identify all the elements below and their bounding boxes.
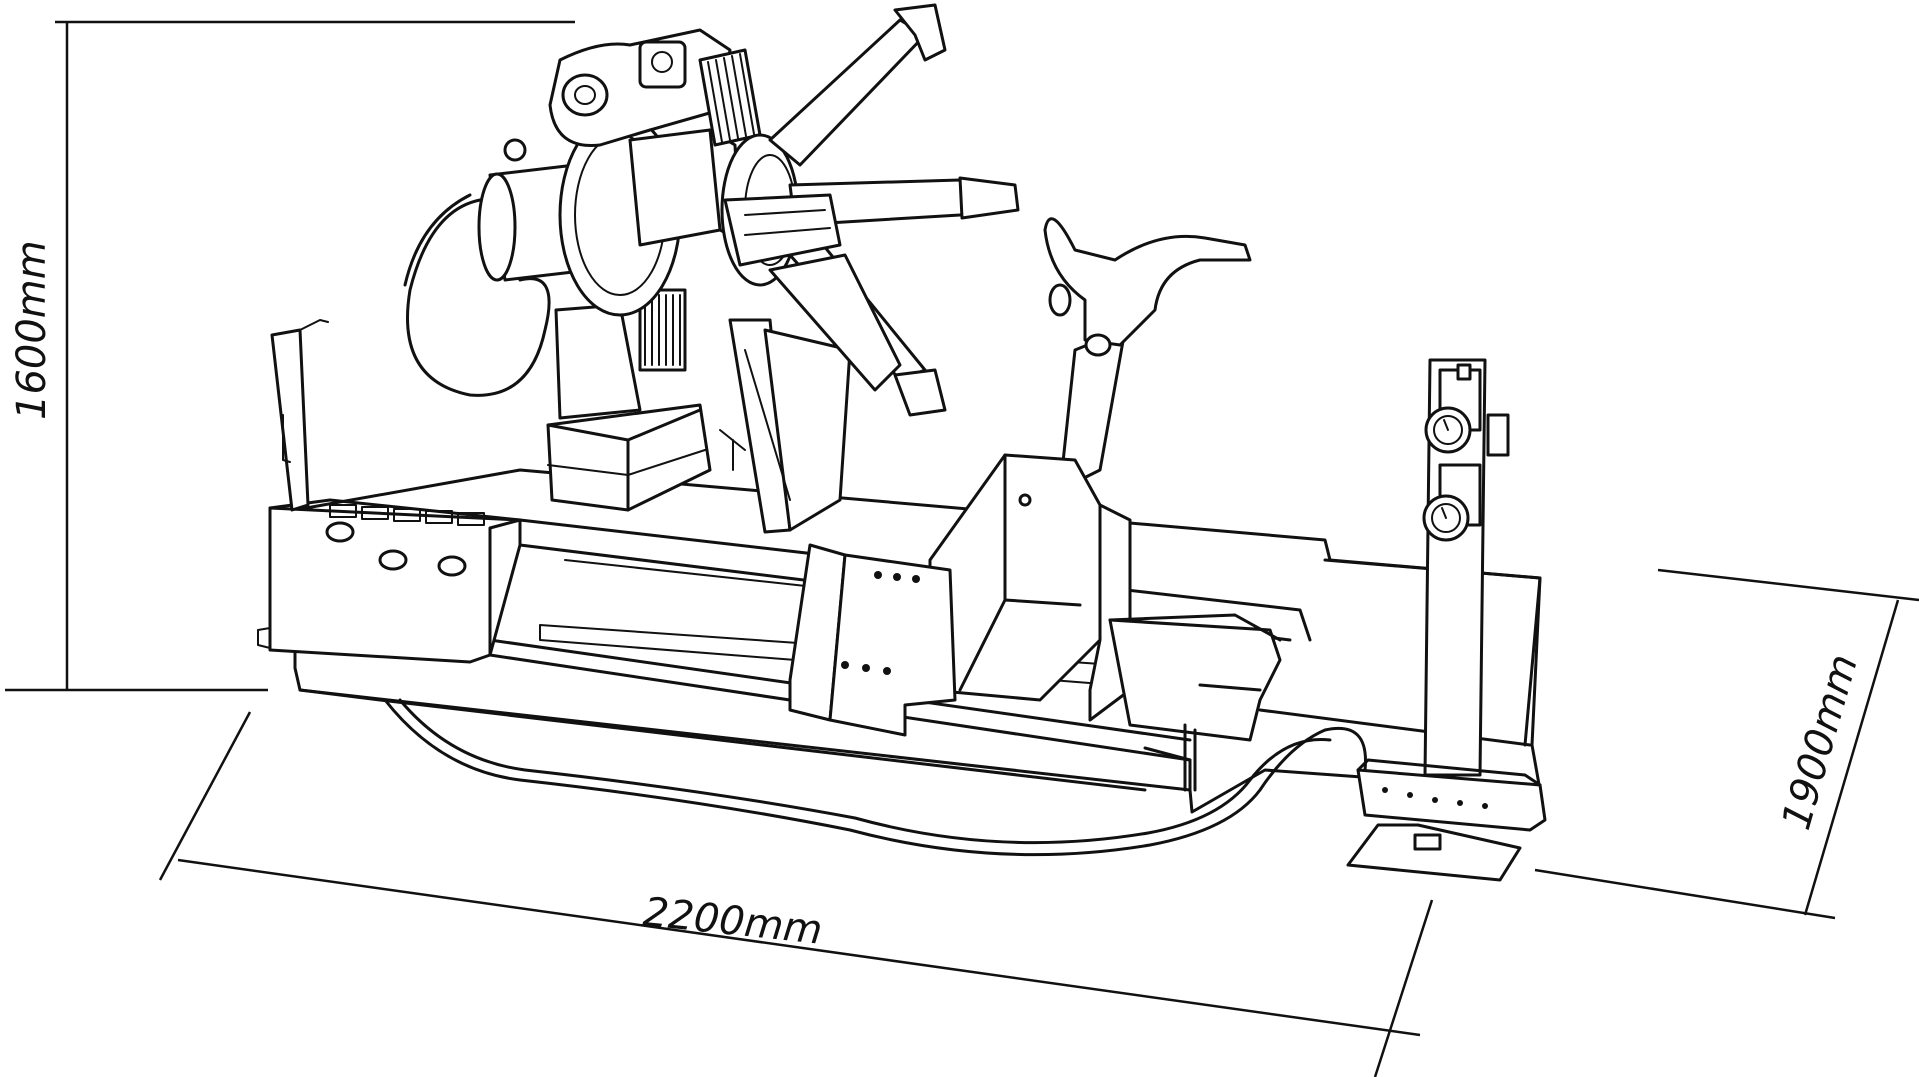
pedal-hole-1 — [1382, 787, 1388, 793]
slide-plate-holes — [841, 571, 920, 675]
motor-housing — [554, 303, 642, 420]
slide-plate-body — [788, 543, 847, 722]
hole-2 — [893, 573, 901, 581]
pedal-hole-5 — [1482, 803, 1488, 809]
main-column — [719, 318, 852, 534]
hole-6 — [883, 667, 891, 675]
jaw-block-detail — [744, 209, 831, 236]
head-hose-inner — [403, 193, 472, 287]
depth-dimension-line — [1803, 599, 1900, 916]
slot-2 — [361, 506, 389, 520]
knob-2 — [378, 549, 408, 571]
tool-head-bolt — [1048, 283, 1072, 317]
slide-plate-box — [828, 553, 957, 737]
head-motor-fins — [707, 53, 755, 143]
depth-top-extension-line — [1657, 568, 1919, 602]
depth-dimension: 1900mm — [1534, 568, 1919, 920]
gauge-bottom-needle — [1441, 507, 1447, 519]
slot-5 — [457, 512, 485, 526]
head-hose — [406, 198, 551, 397]
control-lever — [270, 328, 310, 512]
height-dimension: 1600mm — [5, 20, 575, 692]
gauge-bottom-dial — [1431, 503, 1461, 533]
hole-5 — [862, 664, 870, 672]
tower-cap — [1456, 363, 1472, 381]
foot-pedal-unit — [1346, 758, 1547, 882]
bead-breaker-shelf — [1108, 613, 1282, 692]
control-knobs — [325, 521, 467, 577]
top-arm-cover-bolt — [651, 51, 673, 73]
control-lever-hook — [282, 319, 329, 463]
column-detail — [719, 349, 791, 501]
gearbox — [628, 128, 722, 247]
length-label: 2200mm — [641, 889, 825, 954]
control-box-lip — [257, 627, 271, 649]
bead-breaker — [1108, 613, 1282, 792]
cylinder-knob — [503, 138, 527, 162]
hole-3 — [912, 575, 920, 583]
pedal-hole-4 — [1457, 800, 1463, 806]
motor-fin-lines — [644, 294, 681, 366]
pedal-base-top — [1356, 758, 1542, 787]
pedal-hole-2 — [1407, 792, 1413, 798]
rotating-head — [403, 3, 1020, 417]
depth-bottom-extension-line — [1534, 868, 1836, 920]
gauge-top-needle — [1443, 419, 1449, 431]
knob-1 — [325, 521, 355, 543]
tool-carriage-front — [958, 453, 1082, 692]
hydraulic-unit — [546, 288, 712, 512]
column-post — [763, 328, 852, 532]
pedal-plate — [1346, 823, 1522, 882]
jaw-block — [723, 193, 842, 267]
carriage-bolt — [1018, 493, 1032, 507]
tool-arm — [928, 217, 1252, 722]
length-right-extension-line — [1373, 899, 1434, 1077]
length-left-extension-line — [158, 711, 252, 881]
top-arm-cover — [638, 40, 687, 89]
chuck-arm-bottom-claw — [893, 368, 947, 417]
slot-4 — [425, 510, 453, 524]
slide-plate — [788, 543, 957, 737]
depth-label: 1900mm — [1773, 649, 1867, 834]
pedal-base — [1356, 768, 1547, 832]
bead-breaker-plate — [1108, 618, 1282, 742]
chuck-arm-top-claw — [893, 3, 947, 62]
cylinder-end-cap — [477, 172, 517, 282]
pedal-holes — [1382, 787, 1488, 809]
height-label: 1600mm — [9, 240, 55, 420]
floor-plate — [1258, 558, 1542, 747]
head-support-arm — [768, 253, 902, 392]
hole-1 — [874, 571, 882, 579]
oil-tank-band — [547, 449, 706, 476]
hole-4 — [841, 661, 849, 669]
tool-head — [1043, 217, 1252, 347]
knob-3 — [437, 555, 467, 577]
gauge-top-dial — [1433, 415, 1463, 445]
top-arm-hub — [561, 73, 609, 117]
pedal-tower — [1422, 358, 1510, 777]
floor-cable-inner — [398, 698, 1332, 845]
chuck-arm-right-claw — [958, 176, 1020, 220]
control-box-body — [268, 506, 522, 664]
top-arm-hub-inner — [574, 85, 596, 105]
tower-valve — [1486, 413, 1510, 457]
bead-breaker-stand — [1183, 723, 1197, 792]
slot-3 — [393, 508, 421, 522]
control-box — [257, 319, 522, 664]
switch-slots — [329, 504, 485, 526]
pedal-button — [1413, 833, 1442, 851]
chuck-arm-top — [768, 18, 927, 167]
tool-carriage — [928, 453, 1102, 702]
length-dimension-line — [177, 858, 1421, 1037]
slot-1 — [329, 504, 357, 518]
tool-arm-pivot — [1084, 333, 1112, 357]
pedal-hole-3 — [1432, 797, 1438, 803]
